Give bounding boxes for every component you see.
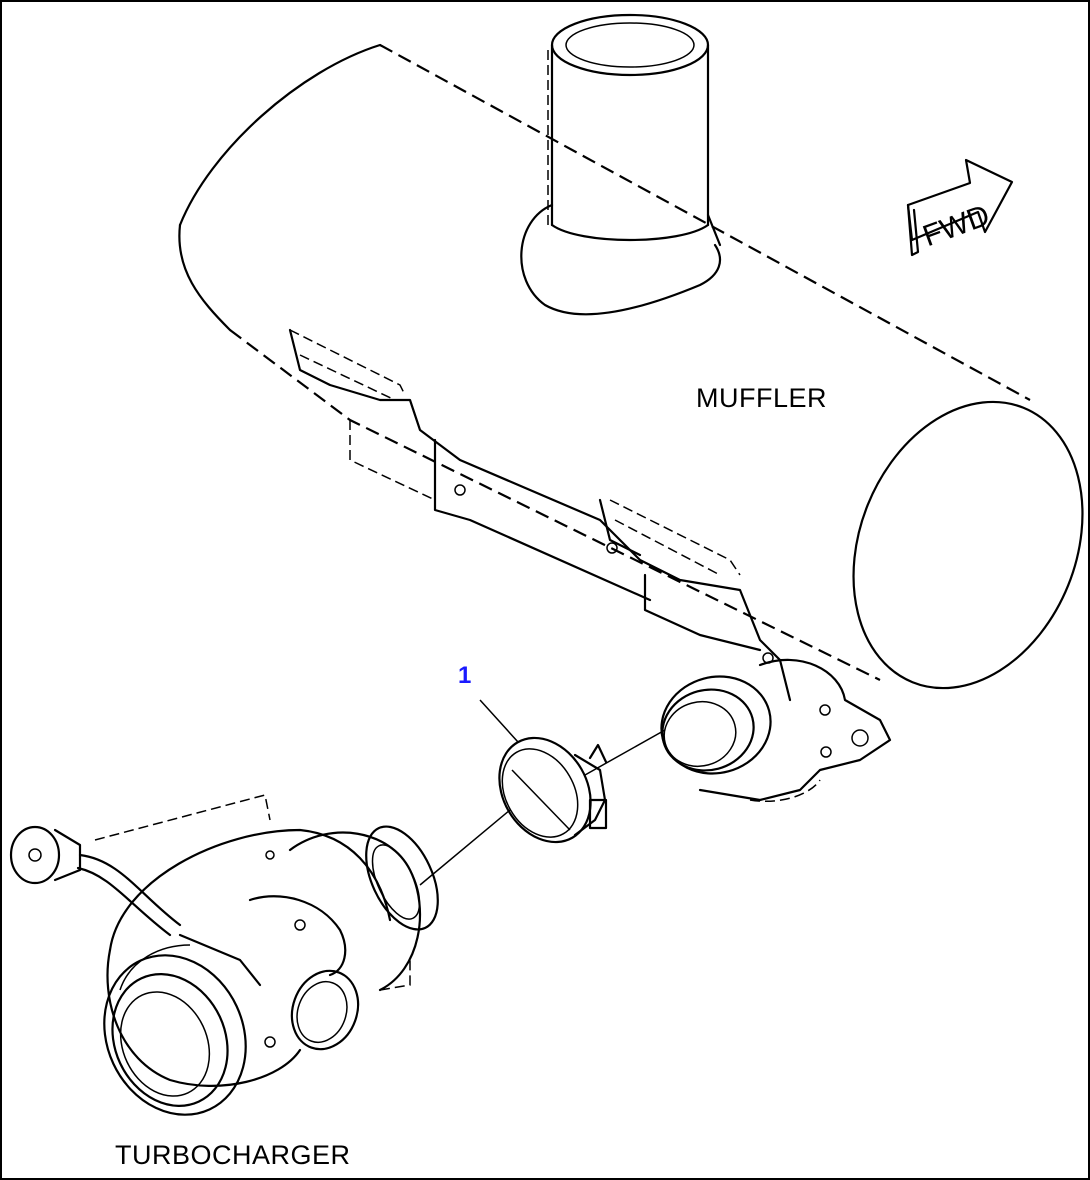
turbocharger [9,794,439,1116]
turbocharger-label: TURBOCHARGER [115,1140,351,1170]
clamp-part [498,736,608,844]
muffler-label: MUFFLER [696,383,827,413]
part-callout-1[interactable]: 1 [458,662,472,689]
muffler-body [178,13,1084,802]
